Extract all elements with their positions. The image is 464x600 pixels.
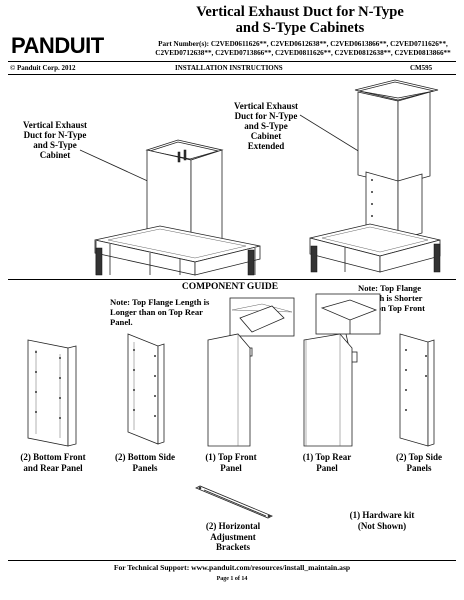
caption-line: Panels [406,462,432,473]
panduit-logo-mark: PANDUIT [10,33,140,58]
caption-line: Panel [316,462,338,473]
caption-line: and Rear Panel [23,462,83,473]
right-label-line: Extended [247,141,285,151]
copyright: © Panduit Corp. 2012 [10,64,76,72]
document-title: Vertical Exhaust Duct for N-Type and S-T… [150,4,450,36]
left-label-line: Cabinet [39,150,71,160]
caption-line: (2) Bottom Front [20,452,86,462]
section-title: INSTALLATION INSTRUCTIONS [175,64,283,72]
note-left-line: Panel. [110,317,133,327]
header-rule-bottom [8,74,456,75]
right-label-line: Cabinet [250,131,282,141]
doc-code: CM595 [410,64,433,72]
caption-line: Adjustment [210,531,256,542]
top-front-panel-drawing [207,333,251,447]
caption-line: Panel [220,462,242,473]
left-figure-label: Vertical Exhaust Duct for N-Type and S-T… [14,120,96,160]
part-numbers-line-1: Part Number(s): C2VED0611626**, C2VED061… [158,40,448,48]
caption-line: Panels [132,462,158,473]
title-line-1: Vertical Exhaust Duct for N-Type [196,4,404,20]
caption-line: (1) Top Front [205,452,257,462]
caption-horizontal-brackets: (2) Horizontal Adjustment Brackets [188,521,278,553]
caption-line: (2) Horizontal [205,521,261,531]
page-number: Page 1 of 14 [216,576,248,582]
caption-top-side-panels: (2) Top Side Panels [378,452,460,473]
caption-line: (Not Shown) [357,520,407,531]
caption-top-front-panel: (1) Top Front Panel [190,452,272,473]
note-left-line: Note: Top Flange Length is [110,297,210,307]
horizontal-adjustment-bracket-drawing [195,485,273,519]
title-line-2: and S-Type Cabinets [235,20,365,36]
top-rear-panel-drawing [303,333,353,447]
note-right-line: than on Top Front [358,303,425,313]
panduit-logo: PANDUIT [10,33,140,58]
caption-line: (2) Bottom Side [115,452,175,462]
brand-text: PANDUIT [11,33,105,58]
bottom-front-rear-panel-drawing [27,339,77,447]
note-left-line: Longer than on Top Rear [110,307,203,317]
note-right-line: Note: Top Flange [358,283,422,293]
caption-line: Brackets [216,542,250,552]
header-rule-top [8,61,456,62]
section-divider [8,279,456,280]
footer-rule [8,560,456,561]
bottom-side-panels-drawing [127,333,165,445]
caption-line: (1) Hardware kit [349,510,415,520]
right-label-line: Vertical Exhaust [234,101,298,111]
component-guide-heading: COMPONENT GUIDE [181,282,279,292]
right-figure-label: Vertical Exhaust Duct for N-Type and S-T… [222,101,310,151]
caption-line: (1) Top Rear [302,452,352,462]
caption-bottom-side-panels: (2) Bottom Side Panels [104,452,186,473]
left-label-line: and S-Type [33,140,77,150]
right-label-line: and S-Type [244,121,288,131]
caption-bottom-front-rear-panel: (2) Bottom Front and Rear Panel [12,452,94,473]
caption-line: (2) Top Side [395,452,443,462]
left-label-line: Vertical Exhaust [23,120,87,130]
caption-hardware-kit: (1) Hardware kit (Not Shown) [332,510,432,531]
note-right-line: Length is Shorter [358,293,423,303]
right-label-line: Duct for N-Type [234,111,298,121]
note-top-flange-longer: Note: Top Flange Length is Longer than o… [110,297,238,327]
top-side-panels-drawing [399,333,435,447]
part-numbers: Part Number(s): C2VED0611626**, C2VED061… [150,40,456,58]
caption-top-rear-panel: (1) Top Rear Panel [286,452,368,473]
part-numbers-line-2: C2VED0712638**, C2VED0713866**, C2VED081… [155,49,451,57]
technical-support-text: For Technical Support: www.panduit.com/r… [113,563,351,572]
left-label-line: Duct for N-Type [23,130,87,140]
